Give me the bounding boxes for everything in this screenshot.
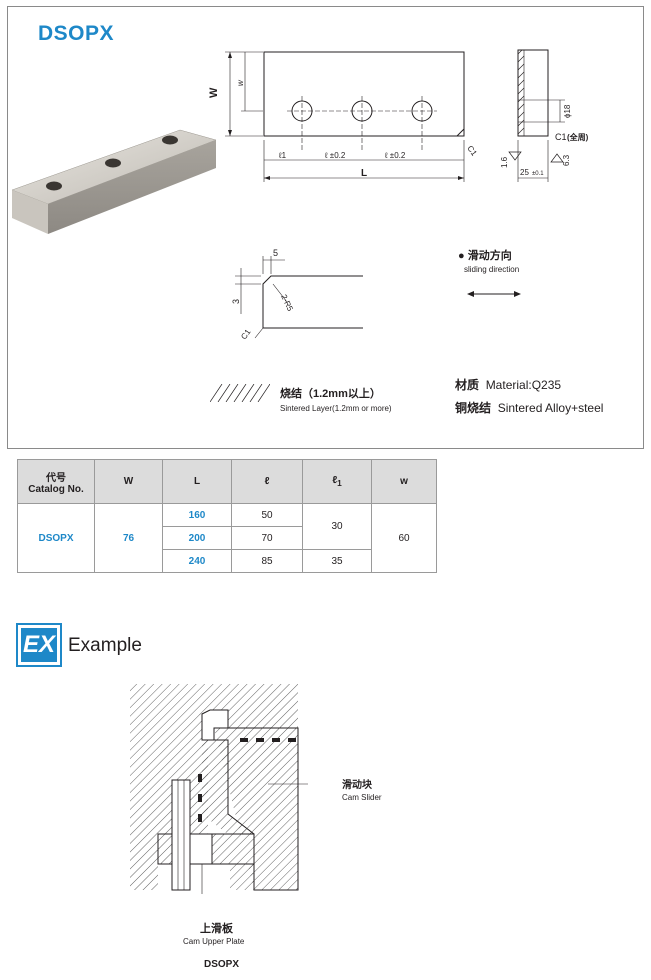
header-catalog: 代号 Catalog No.	[17, 459, 95, 504]
legend-en: Sintered Layer(1.2mm or more)	[280, 404, 392, 413]
l-cell: 160	[162, 503, 232, 527]
example-caption: DSOPX	[204, 959, 240, 970]
profile-c1: C1	[239, 327, 253, 341]
product-frame	[7, 6, 644, 449]
sliding-direction-en: sliding direction	[464, 265, 520, 274]
catalog-cell: DSOPX	[17, 503, 95, 573]
dim-16: 1.6	[500, 156, 509, 168]
header-small-w: w	[371, 459, 437, 504]
header-ell: ℓ	[231, 459, 303, 504]
bullet-icon: ●	[458, 250, 465, 262]
dim-w-label: W	[208, 87, 220, 98]
table-row: 240 85 35	[18, 549, 437, 573]
material-line-1: 材质 Material:Q235	[455, 378, 562, 392]
profile-5: 5	[273, 248, 278, 258]
dim-c1-note: (全周)	[567, 132, 589, 142]
l-cell: 240	[162, 549, 232, 573]
hatch-legend-icon	[210, 384, 270, 402]
sliding-direction-cn: ● 滑动方向	[458, 250, 512, 262]
ell-cell: 70	[231, 526, 303, 550]
header-ell1: ℓ1	[302, 459, 372, 504]
dim-l-tol2: ℓ ±0.2	[384, 151, 406, 160]
l-cell: 200	[162, 526, 232, 550]
profile-detail: 5 3 2-R5 C1	[231, 248, 363, 341]
spec-table: 代号 Catalog No. W L ℓ ℓ1 w DSOPX 76 160 5…	[17, 459, 437, 573]
product-photo	[11, 129, 217, 234]
legend-cn: 烧结（1.2mm以上）	[280, 388, 381, 400]
header-l: L	[162, 459, 232, 504]
dim-c1-right: C1	[555, 132, 567, 142]
cam-upper-plate-en: Cam Upper Plate	[183, 937, 245, 946]
dim-c1-left: C1	[465, 144, 479, 158]
dim-l-tol1: ℓ ±0.2	[324, 151, 346, 160]
dim-l-label: L	[361, 168, 367, 179]
cam-upper-plate-cn: 上滑板	[200, 923, 233, 935]
table-row: 200 70	[18, 526, 437, 550]
ell-cell: 50	[231, 503, 303, 527]
dim-w-small: w	[236, 79, 245, 86]
double-arrow-icon	[467, 291, 521, 297]
profile-r: 2-R5	[279, 293, 295, 313]
w-cell: 76	[94, 503, 163, 573]
example-label: Example	[68, 635, 142, 656]
dim-phi18: ϕ18	[563, 104, 572, 118]
ell-cell: 85	[231, 549, 303, 573]
dim-25-tol: ±0.1	[532, 171, 544, 177]
small-w-cell: 60	[371, 503, 437, 573]
cam-slider-en: Cam Slider	[342, 793, 382, 802]
example-drawing	[130, 684, 308, 894]
dim-25: 25	[520, 168, 529, 177]
table-row: DSOPX 76 160 50 30 60	[17, 503, 437, 573]
ell1-cell: 35	[302, 549, 372, 573]
material-line-2: 铜烧结 Sintered Alloy+steel	[455, 401, 604, 415]
profile-3: 3	[231, 299, 241, 304]
header-w: W	[94, 459, 163, 504]
top-view-drawing: W w ℓ1 ℓ ±0.2 ℓ ±0.2 L C1 ϕ18 C1 (全周) 1.…	[208, 49, 589, 182]
product-title: DSOPX	[38, 22, 115, 45]
dim-63: 6.3	[562, 154, 571, 166]
example-badge-icon: EX	[16, 623, 62, 667]
dim-l1: ℓ1	[278, 151, 287, 160]
cam-slider-cn: 滑动块	[342, 780, 372, 791]
ell1-cell: 30	[302, 503, 372, 550]
